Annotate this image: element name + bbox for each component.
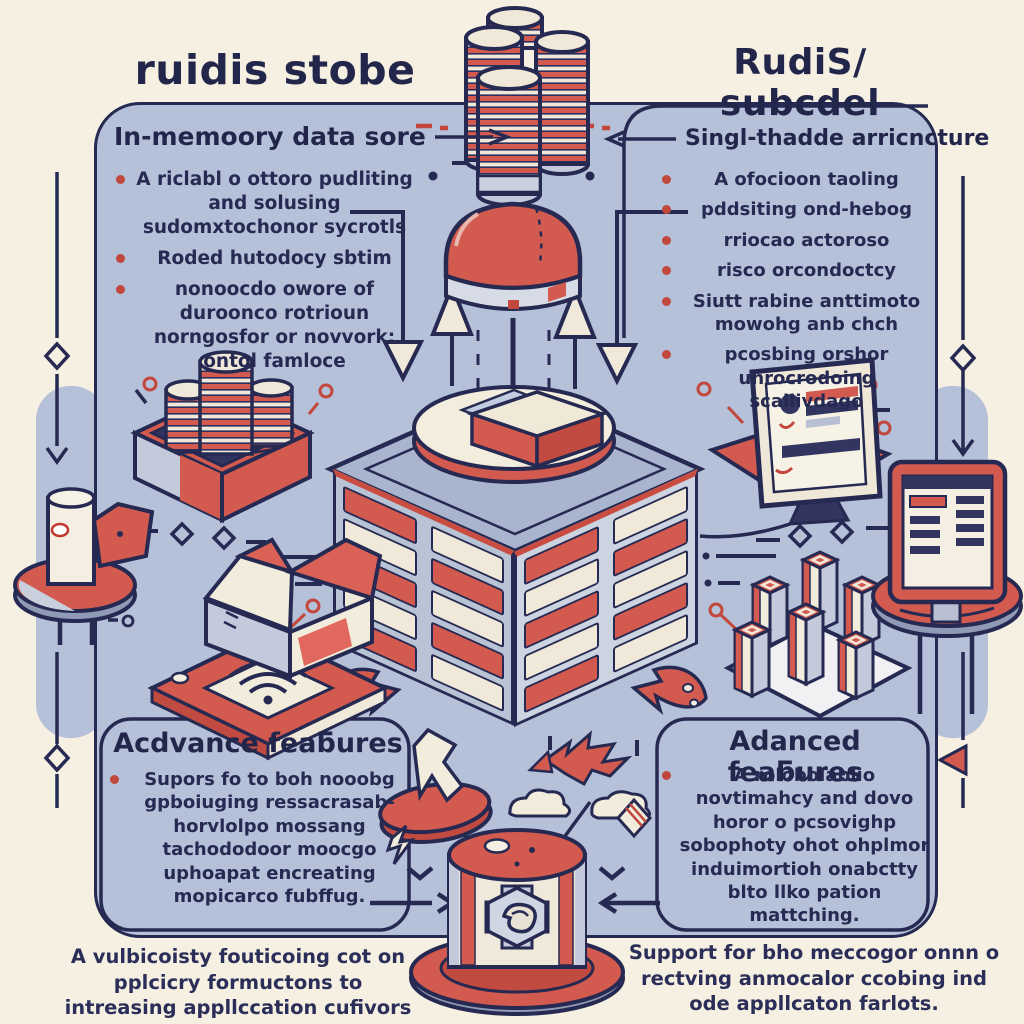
list-item: Roded hutodocy sbtim xyxy=(116,247,416,271)
list-item: A rolobolablio novtimahcy and dovo horor… xyxy=(662,764,930,928)
pedestal-cylinder-icon xyxy=(10,455,155,705)
list-item: A riclabl o ottoro pudliting and solusin… xyxy=(116,168,416,240)
bullet-dot xyxy=(662,175,671,184)
section-header-single-thread: Singl-thadde arricncture xyxy=(603,126,990,151)
bullet-dot xyxy=(662,296,671,306)
list-item: rriocao actoroso xyxy=(662,229,934,252)
bullet-dot xyxy=(110,775,119,784)
bullet-list-bottom-left: Supors fo to boh nooobg gpboiuging ressa… xyxy=(110,768,412,908)
list-item: pcosbing orshor unrocrodoing scallivdago xyxy=(662,343,934,413)
bullet-dot xyxy=(662,266,671,276)
footnote-right: Support for bho meccogor onnn o rectving… xyxy=(628,941,1000,1016)
bullet-dot xyxy=(662,235,671,245)
list-item: Siutt rabine anttimoto mowohg anb chch xyxy=(662,290,934,337)
bullet-dot xyxy=(662,350,671,360)
cursor-disc-icon xyxy=(365,725,505,890)
bullet-list-top-right: A ofocioon taoling pddsiting ond-hebog r… xyxy=(662,168,934,414)
list-item: risco orcondoctcy xyxy=(662,259,934,282)
bullet-dot xyxy=(116,254,125,264)
coins-tray-icon xyxy=(125,350,325,530)
bullet-dot xyxy=(116,285,125,295)
slat-column xyxy=(424,516,512,722)
header-label: Singl-thadde arricncture xyxy=(685,126,990,151)
cube-cluster-icon xyxy=(715,540,925,735)
cube-top-disc xyxy=(405,370,625,484)
bullet-list-top-left: A riclabl o ottoro pudliting and solusin… xyxy=(116,168,416,374)
list-item: pddsiting ond-hebog xyxy=(662,198,934,221)
arrow-left-icon xyxy=(603,129,676,148)
title-right: RudiS/ subcdel xyxy=(719,42,881,124)
bullet-dot xyxy=(662,771,671,780)
header-label: In-memoory data sore xyxy=(114,122,426,151)
package-wifi-icon xyxy=(135,535,405,761)
bullet-dot xyxy=(662,205,671,215)
section-header-in-memory: In-memoory data sore xyxy=(114,122,512,151)
tablet-stand-icon xyxy=(870,450,1024,718)
section-header-advance-features: Acdvance feaƃures xyxy=(113,728,403,759)
database-cylinder-icon xyxy=(400,790,640,1024)
coin-stacks-icon xyxy=(420,0,630,207)
arrow-right-icon xyxy=(434,127,512,146)
section-header-advanced-features: Adanced feaƃures xyxy=(727,726,863,788)
footnote-left: A vulbicoisty fouticoing cot on pplcicry… xyxy=(64,945,412,1020)
cloud-flag-icon xyxy=(500,725,670,850)
pushpin-icon xyxy=(430,185,600,465)
bullet-list-bottom-right: A rolobolablio novtimahcy and dovo horor… xyxy=(662,764,930,928)
monitor-icon xyxy=(695,350,905,545)
bullet-dot xyxy=(116,175,125,184)
title-left: ruidis stobe xyxy=(134,46,416,94)
list-item: Supors fo to boh nooobg gpboiuging ressa… xyxy=(110,768,412,908)
list-item: A ofocioon taoling xyxy=(662,168,934,191)
list-item: nonoocdo owore of duroonco rotrioun norn… xyxy=(116,278,416,374)
